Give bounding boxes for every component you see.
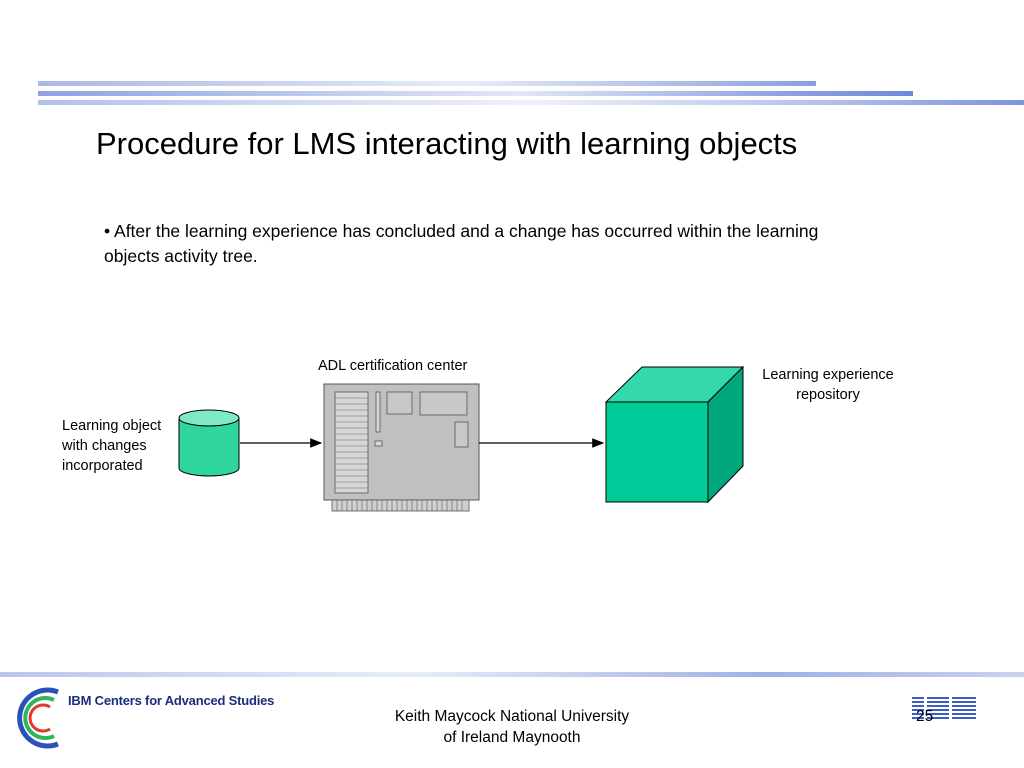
learning-object-label-line: with changes [62, 438, 147, 454]
adl-center-label: ADL certification center [318, 358, 468, 374]
learning-object-label-line: incorporated [62, 458, 143, 474]
learning-object-label-line: Learning object [62, 418, 162, 434]
learning-object-label: Learning object with changes incorporate… [62, 416, 161, 476]
cas-logo-text: IBM Centers for Advanced Studies [68, 693, 275, 708]
page-number: 25 [916, 708, 934, 725]
repository-cube-icon [604, 365, 745, 504]
header-stripe-2 [38, 91, 913, 96]
footer-divider [0, 672, 1024, 677]
ibm-logo-icon [912, 697, 976, 719]
bullet-point: • After the learning experience has conc… [104, 221, 819, 266]
repository-label-line: Learning experience [762, 367, 894, 383]
repository-label-line: repository [796, 387, 860, 403]
footer-author: Keith Maycock National University of Ire… [354, 706, 670, 748]
server-board-icon [323, 383, 480, 512]
header-stripe-1 [38, 81, 816, 86]
database-cylinder-icon [178, 409, 240, 477]
slide-title: Procedure for LMS interacting with learn… [96, 126, 798, 161]
footer-author-line: of Ireland Maynooth [443, 729, 581, 746]
repository-label: Learning experience repository [748, 365, 908, 405]
cas-swirl-logo-icon [17, 687, 59, 749]
footer-author-line: Keith Maycock National University [394, 708, 630, 725]
header-stripe-3 [38, 100, 1024, 105]
